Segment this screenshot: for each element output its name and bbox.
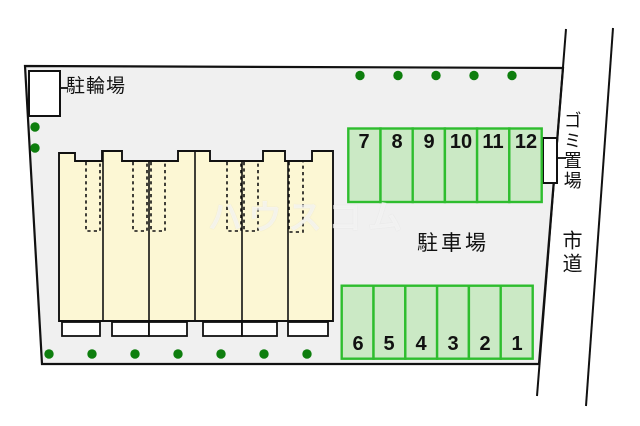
tree-dot [507,70,517,81]
tree-dot [30,143,40,153]
stairwell-dashed-outline [226,162,242,232]
road-edge-right [585,27,614,407]
tree-dot [393,70,403,81]
tree-dot [44,349,54,359]
garbage-area-label: ゴミ置場 [561,111,582,191]
entrance-porch [287,321,329,337]
entrance-porch [111,321,150,337]
space-number-10: 10 [449,131,473,153]
space-number-4: 4 [415,333,427,355]
tree-dot [302,349,312,359]
trees-left [30,122,40,153]
trees-top [355,70,517,81]
tree-dot [469,70,479,81]
parking-space-5 [372,284,407,360]
entrance-porch [202,321,243,337]
space-number-8: 8 [391,131,403,153]
parking-space-1 [499,284,534,360]
tree-dot [130,349,140,359]
stairwell-dashed-outline [288,162,304,233]
parking-row-bottom [340,284,534,360]
parking-space-7 [347,127,382,204]
parking-space-3 [435,284,471,360]
space-number-5: 5 [383,333,395,355]
stairwell-dashed-outline [150,162,166,232]
tree-dot [216,349,226,359]
space-number-1: 1 [511,333,523,355]
bicycle-parking-area [28,70,61,117]
space-number-7: 7 [358,131,370,153]
space-number-9: 9 [423,131,435,153]
unit-dividers [102,151,289,321]
parking-space-11 [475,127,511,204]
tree-dot [30,122,40,132]
entrance-porch [241,321,278,337]
garbage-box [542,137,558,184]
tree-dot [173,349,183,359]
space-number-3: 3 [447,333,459,355]
tree-dot [355,70,365,81]
entrance-porch [148,321,188,337]
space-number-2: 2 [479,333,491,355]
space-number-12: 12 [514,131,538,153]
parking-row-top [347,127,543,204]
parking-lot-label: 駐車場 [417,232,489,255]
entrance-porch [61,321,101,337]
parking-space-12 [508,127,543,204]
stairwell-dashed-outline [132,162,148,232]
parking-space-9 [411,127,447,204]
space-number-6: 6 [352,333,364,355]
tree-dot [259,349,269,359]
city-road-label: 市道 [559,230,581,276]
tree-dot [431,70,441,81]
space-number-11: 11 [482,131,504,153]
entrance-porches [61,321,329,337]
watermark: ハウスコム [208,199,408,237]
trees-bottom [44,349,312,359]
parking-space-8 [379,127,414,204]
tree-dot [87,349,97,359]
stairwell-outlines [85,162,304,233]
bicycle-parking-label: 駐輪場 [66,76,127,97]
stairwell-dashed-outline [85,162,101,232]
road-edge-left [536,28,567,397]
stairwell-dashed-outline [243,162,259,232]
building-outline [58,150,334,322]
